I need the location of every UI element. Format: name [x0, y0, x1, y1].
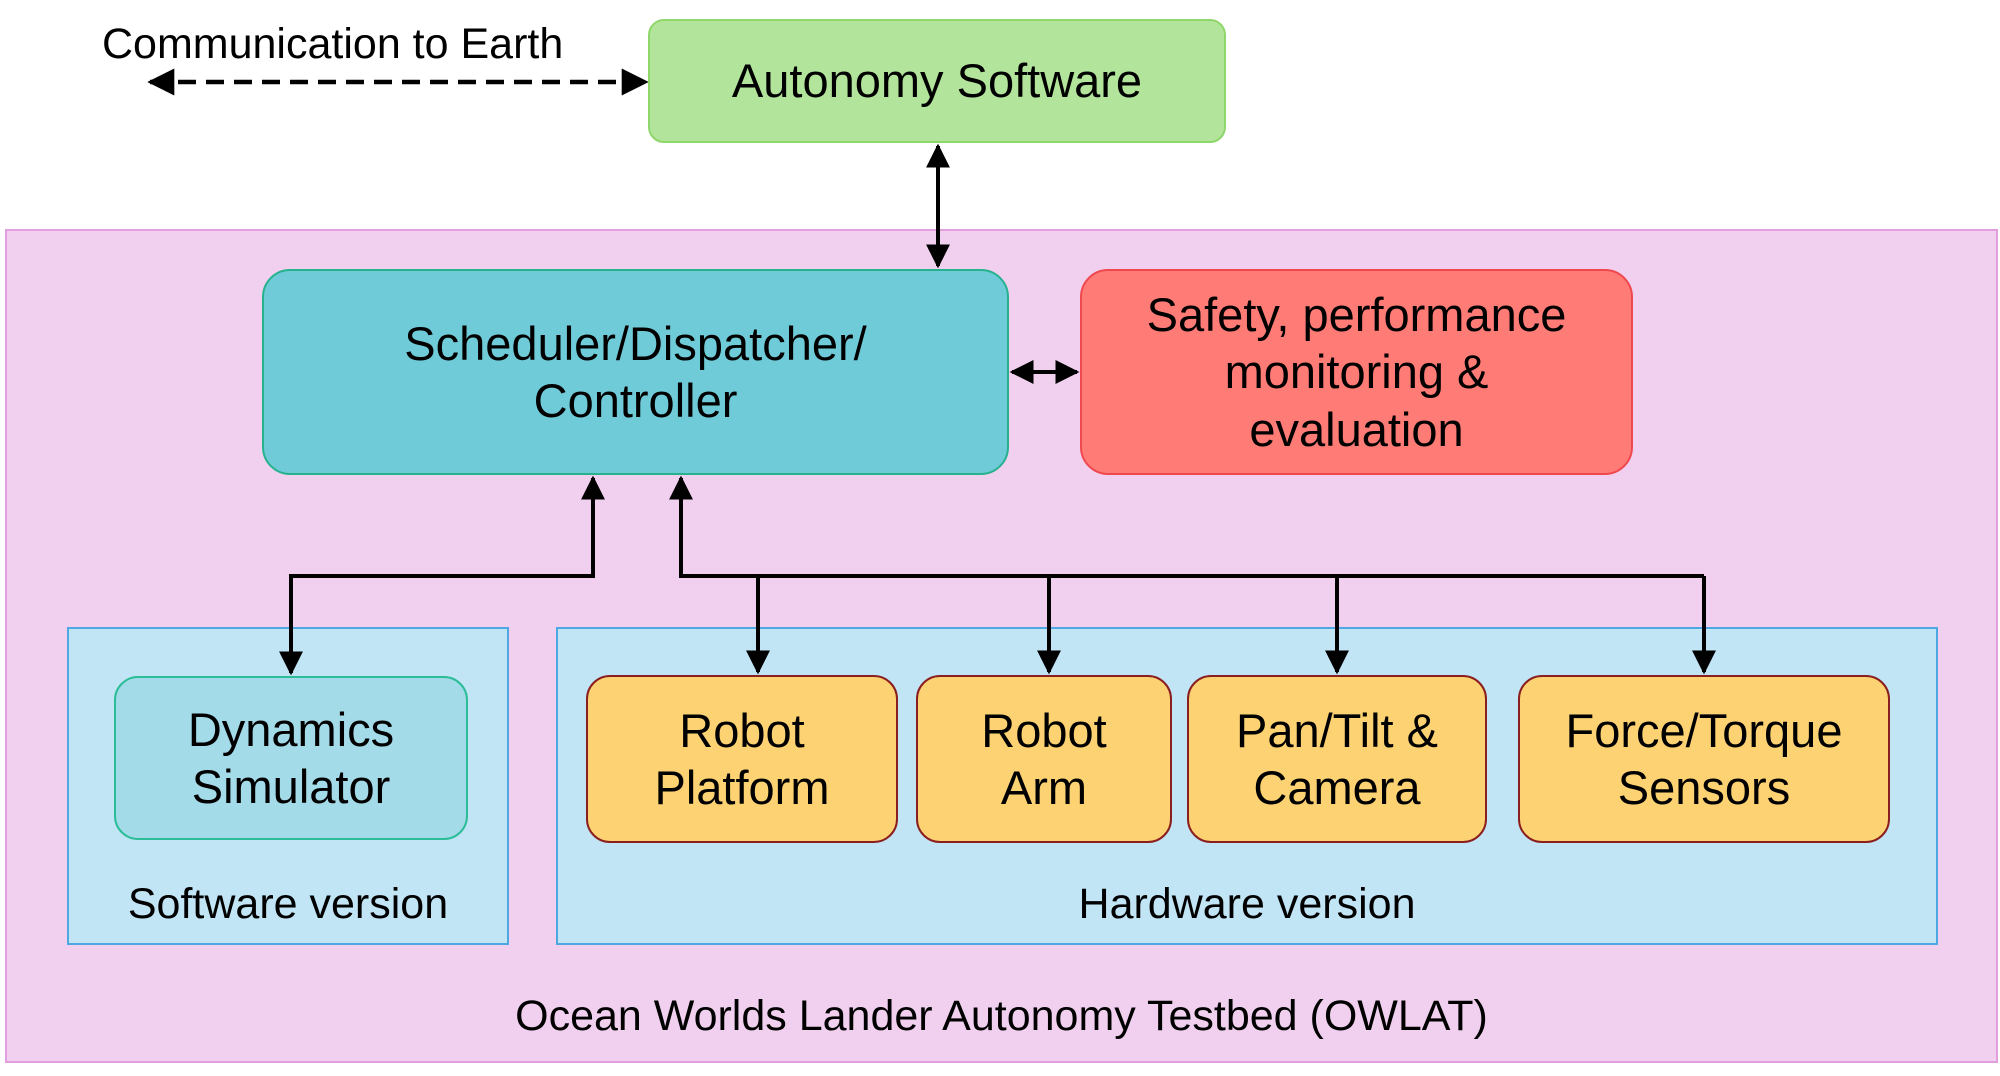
scheduler-label-line2: Controller [533, 374, 738, 427]
robot-platform-line2: Platform [654, 761, 830, 814]
robot-arm-line1: Robot [981, 703, 1107, 757]
robot-platform-box: Robot Platform [586, 675, 898, 843]
robot-arm-line2: Arm [1000, 761, 1088, 814]
dynamics-simulator-box: Dynamics Simulator [114, 676, 468, 840]
force-torque-sensors-box: Force/Torque Sensors [1518, 675, 1890, 843]
pan-tilt-camera-box: Pan/Tilt & Camera [1187, 675, 1487, 843]
safety-label-line2: monitoring & [1224, 345, 1489, 399]
robot-platform-line1: Robot [679, 703, 805, 757]
autonomy-software-label: Autonomy Software [731, 54, 1143, 108]
dynamics-simulator-line2: Simulator [191, 760, 391, 813]
pan-tilt-camera-line2: Camera [1253, 761, 1421, 814]
force-torque-sensors-line2: Sensors [1617, 761, 1791, 814]
owlat-testbed-label: Ocean Worlds Lander Autonomy Testbed (OW… [515, 992, 1488, 1040]
robot-arm-box: Robot Arm [916, 675, 1172, 843]
scheduler-dispatcher-controller-box: Scheduler/Dispatcher/ Controller [262, 269, 1009, 475]
safety-monitoring-box: Safety, performance monitoring & evaluat… [1080, 269, 1633, 475]
hardware-version-label: Hardware version [1078, 880, 1416, 928]
dynamics-simulator-line1: Dynamics [187, 702, 395, 756]
pan-tilt-camera-line1: Pan/Tilt & [1236, 703, 1438, 757]
autonomy-software-box: Autonomy Software [648, 19, 1226, 143]
scheduler-label-line1: Scheduler/Dispatcher/ [404, 316, 867, 370]
safety-label-line1: Safety, performance [1146, 288, 1567, 341]
force-torque-sensors-line1: Force/Torque [1565, 703, 1843, 757]
software-version-label: Software version [127, 880, 449, 928]
safety-label-line3: evaluation [1249, 402, 1464, 456]
communication-to-earth-label: Communication to Earth [102, 20, 564, 68]
